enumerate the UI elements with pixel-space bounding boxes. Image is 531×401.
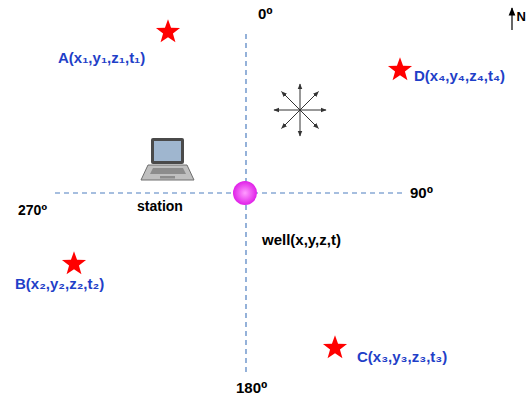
- point-label-text: C(x₃,y₃,z₃,t₃): [357, 348, 447, 365]
- north-arrow: [511, 8, 512, 30]
- degree-label: 270⁰: [18, 203, 48, 218]
- well-dot: [233, 181, 257, 205]
- degree-label: 90⁰: [410, 185, 433, 202]
- north-south-axis: [245, 34, 246, 376]
- degree-label-text: 270⁰: [18, 202, 48, 218]
- point-label: C(x₃,y₃,z₃,t₃): [357, 349, 447, 366]
- degree-label-text: 90⁰: [410, 184, 433, 201]
- point-label: A(x₁,y₁,z₁,t₁): [58, 50, 145, 67]
- star-d: [388, 57, 412, 80]
- point-label: B(x₂,y₂,z₂,t₂): [15, 276, 104, 293]
- star-c: [323, 335, 347, 358]
- degree-label-text: 180⁰: [236, 379, 268, 396]
- point-label-text: A(x₁,y₁,z₁,t₁): [58, 49, 145, 66]
- east-west-axis: [55, 192, 402, 193]
- point-label-text: B(x₂,y₂,z₂,t₂): [15, 275, 104, 292]
- direction-arrows: [274, 84, 326, 136]
- well-label-text: well(x,y,z,t): [262, 231, 341, 248]
- north-label-text: N: [517, 9, 526, 24]
- degree-label-text: 0⁰: [258, 5, 273, 22]
- north-label: N: [517, 10, 526, 24]
- laptop-icon: [141, 138, 194, 180]
- station-label-text: station: [137, 198, 183, 214]
- point-label-text: D(x₄,y₄,z₄,t₄): [414, 67, 505, 84]
- well-label: well(x,y,z,t): [262, 232, 341, 249]
- station-label: station: [137, 199, 183, 214]
- star-b: [62, 251, 86, 274]
- degree-label: 0⁰: [258, 6, 273, 23]
- point-label: D(x₄,y₄,z₄,t₄): [414, 68, 505, 85]
- star-a: [156, 19, 180, 42]
- degree-label: 180⁰: [236, 380, 268, 397]
